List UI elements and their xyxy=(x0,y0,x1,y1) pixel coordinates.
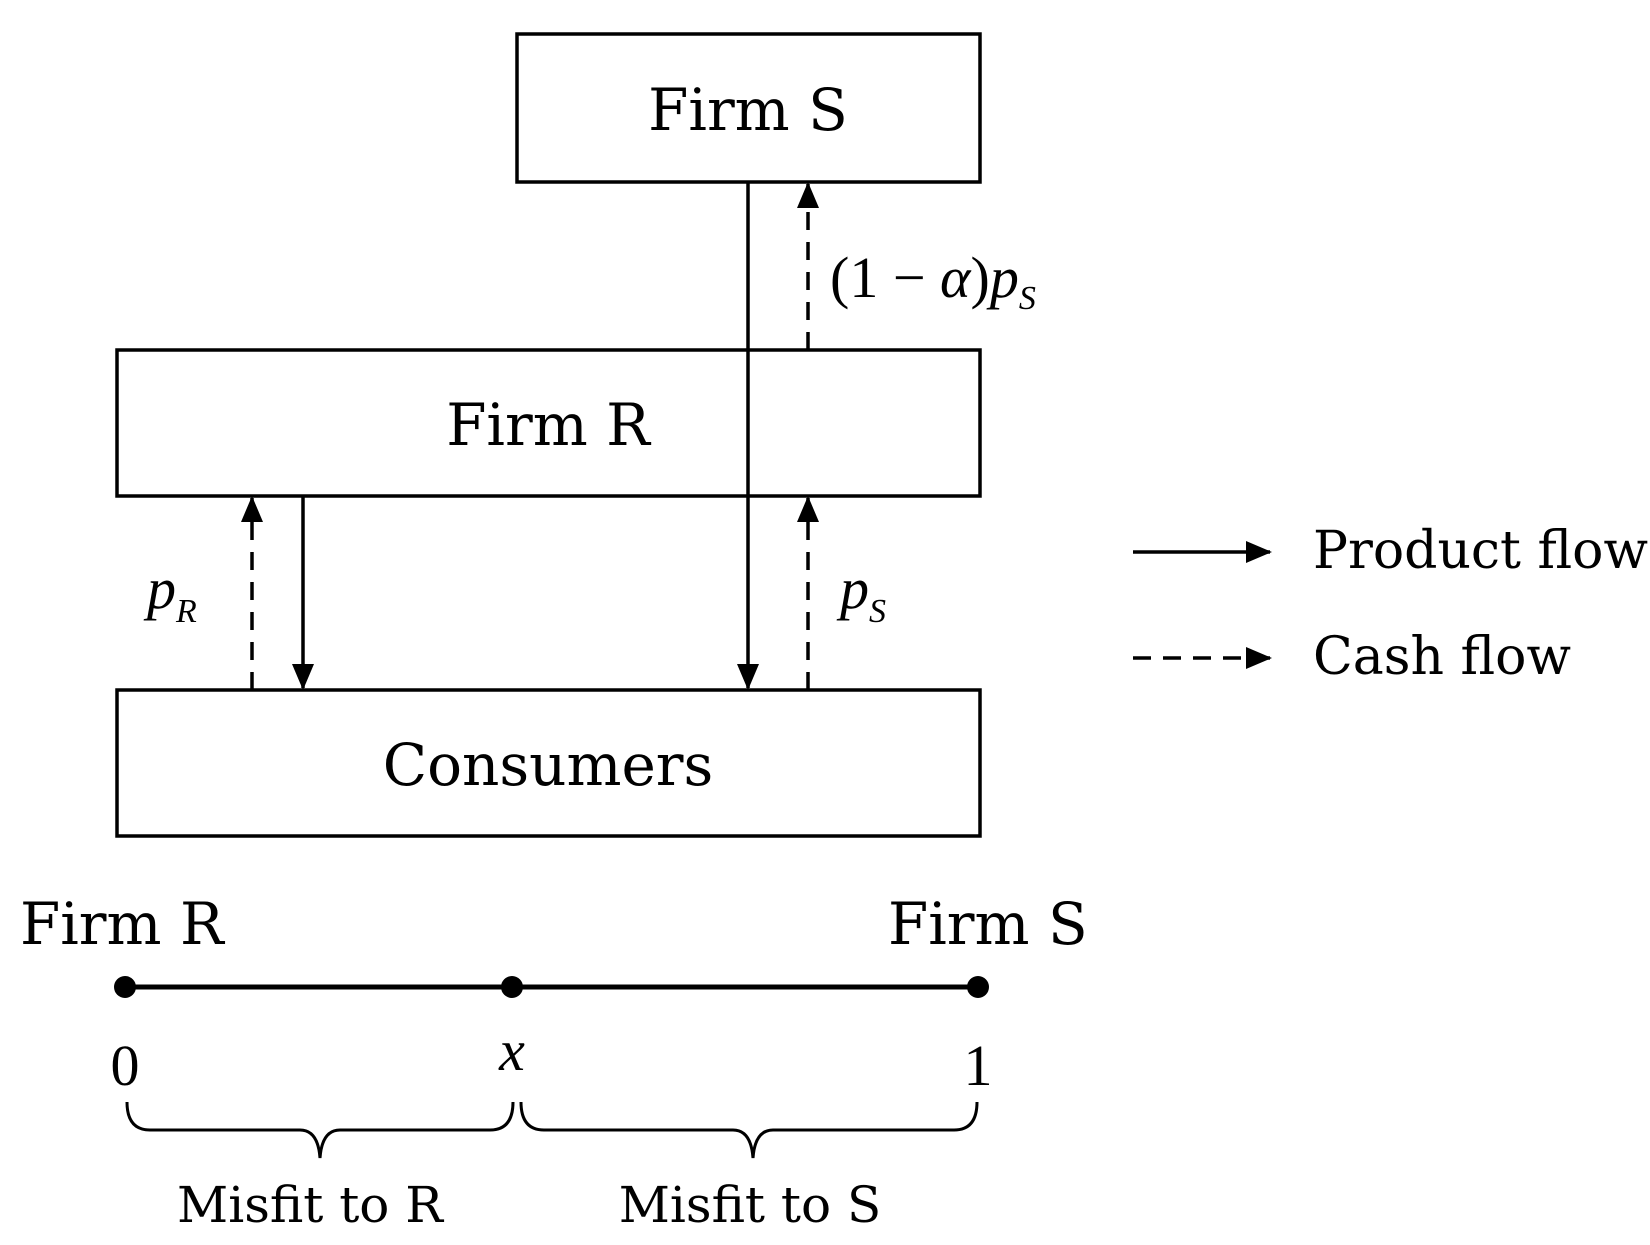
brace-right xyxy=(519,1101,979,1159)
tick-label-0: 0 xyxy=(111,1033,140,1098)
hotelling-line: Firm R Firm S 0 x 1 Misfit to R Misfit t… xyxy=(20,890,1088,1234)
point-0 xyxy=(114,976,136,998)
legend: Product flow Cash flow xyxy=(1133,521,1648,687)
point-1 xyxy=(967,976,989,998)
firm-s-box: Firm S xyxy=(515,32,982,184)
brace-right-label: Misfit to S xyxy=(619,1176,882,1234)
point-x xyxy=(501,976,523,998)
consumers-box-label: Consumers xyxy=(383,731,714,799)
firm-r-box: Firm R xyxy=(115,348,982,498)
consumers-box: Consumers xyxy=(115,688,982,838)
label-pr: pR xyxy=(143,556,197,630)
brace-left-label: Misfit to R xyxy=(177,1176,444,1234)
legend-cash-flow-label: Cash flow xyxy=(1313,627,1571,687)
label-ps: pS xyxy=(836,556,886,630)
label-one-minus-alpha-ps: (1 − α)pS xyxy=(830,245,1036,317)
firm-r-box-label: Firm R xyxy=(446,391,652,459)
line-left-label: Firm R xyxy=(20,890,226,958)
brace-left xyxy=(125,1101,515,1159)
tick-label-1: 1 xyxy=(964,1033,993,1098)
tick-label-x: x xyxy=(498,1018,525,1083)
line-right-label: Firm S xyxy=(888,890,1088,958)
firm-s-box-label: Firm S xyxy=(648,76,848,144)
legend-product-flow-label: Product flow xyxy=(1313,521,1648,581)
